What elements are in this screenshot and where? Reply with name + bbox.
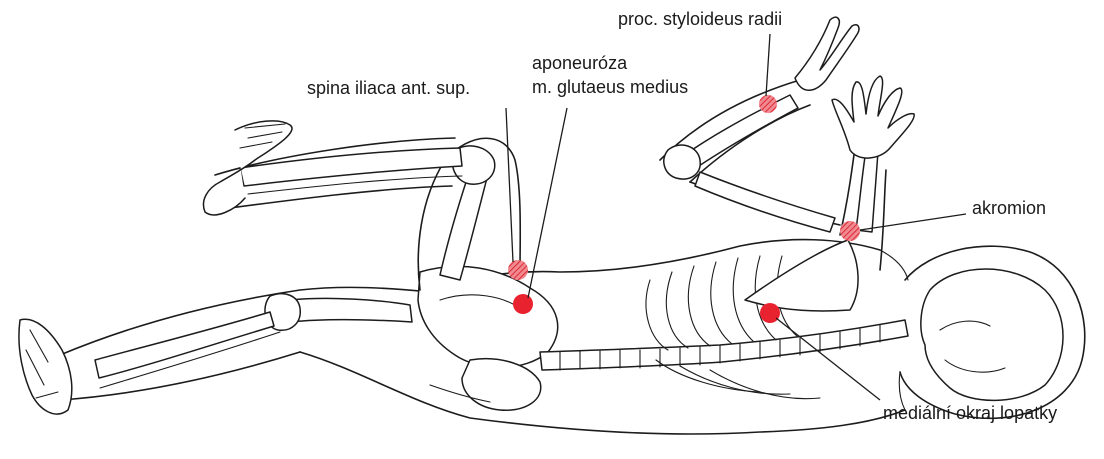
label-aponeurosis-line1: aponeuróza [532, 52, 627, 74]
label-spina-iliaca: spina iliaca ant. sup. [307, 77, 470, 99]
label-acromion: akromion [972, 197, 1046, 219]
marker-spina-iliaca [508, 260, 528, 280]
scapula [745, 240, 858, 311]
pelvis [418, 266, 558, 410]
marker-acromion [840, 221, 860, 241]
label-scapula-border: mediální okraj lopatky [883, 402, 1057, 424]
label-styloid: proc. styloideus radii [618, 8, 782, 30]
marker-styloid [759, 95, 777, 113]
marker-scapula-border [760, 303, 780, 323]
extended-leg [19, 287, 430, 414]
bent-arm [660, 17, 859, 232]
marker-gluteus-medius [513, 294, 533, 314]
label-aponeurosis-line2: m. glutaeus medius [532, 76, 688, 98]
skull [921, 269, 1063, 400]
raised-leg [203, 121, 520, 290]
